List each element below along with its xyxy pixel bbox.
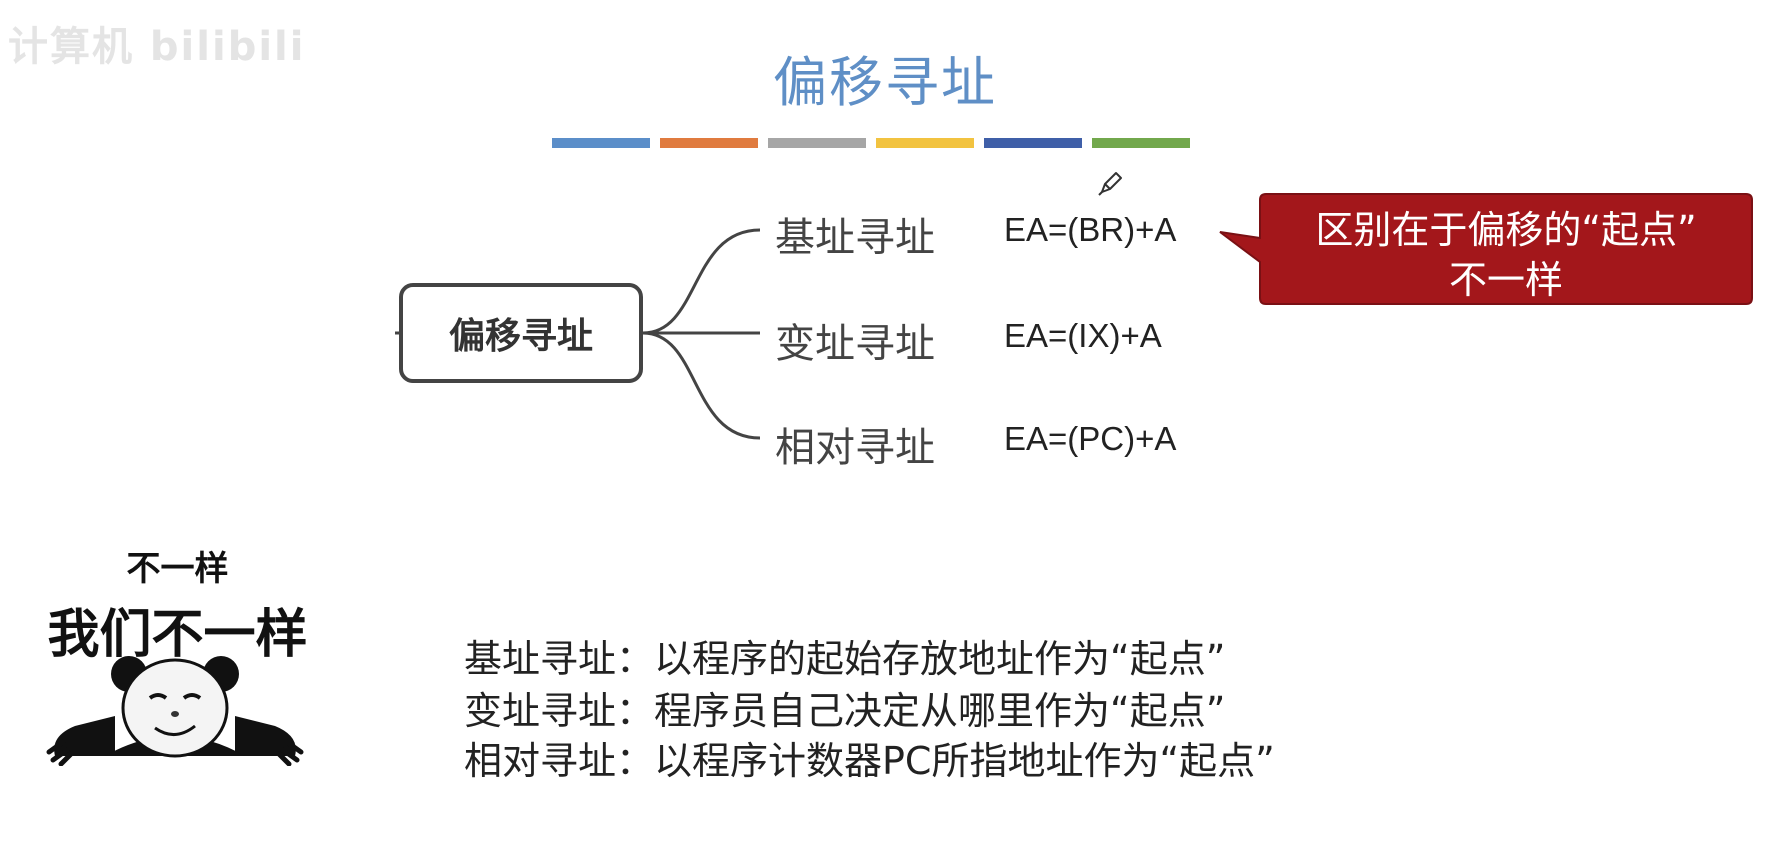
panda-meme-icon [46, 656, 304, 766]
description-index: 变址寻址：程序员自己决定从哪里作为“起点” [464, 689, 1226, 733]
meme-caption-big: 我们不一样 [47, 605, 308, 665]
watermark-logo: 计算机 bilibili [8, 24, 306, 70]
title-stripe-3 [768, 138, 866, 148]
mindmap-root-node: 偏移寻址 [399, 283, 643, 383]
title-stripe-6 [1092, 138, 1190, 148]
callout-bubble [1219, 193, 1753, 305]
title-stripe-5 [984, 138, 1082, 148]
branch-formula-relative: EA=(PC)+A [1004, 420, 1177, 457]
branch-formula-index: EA=(IX)+A [1004, 317, 1162, 354]
title-stripe-1 [552, 138, 650, 148]
branch-formula-base: EA=(BR)+A [1004, 211, 1177, 248]
title-stripe-2 [660, 138, 758, 148]
meme-caption-top: 不一样 [126, 549, 229, 589]
callout-line-2: 不一样 [1448, 258, 1563, 302]
description-relative: 相对寻址：以程序计数器PC所指地址作为“起点” [464, 739, 1275, 783]
branch-label-index: 变址寻址 [775, 321, 935, 367]
pencil-icon [1098, 172, 1122, 196]
callout-line-1: 区别在于偏移的“起点” [1315, 208, 1697, 252]
title-stripe-4 [876, 138, 974, 148]
callout-text: 区别在于偏移的“起点” 不一样 [1270, 205, 1742, 305]
description-base: 基址寻址：以程序的起始存放地址作为“起点” [464, 637, 1226, 681]
branch-label-base: 基址寻址 [775, 215, 935, 261]
slide-title: 偏移寻址 [773, 51, 997, 114]
branch-label-relative: 相对寻址 [775, 425, 935, 471]
